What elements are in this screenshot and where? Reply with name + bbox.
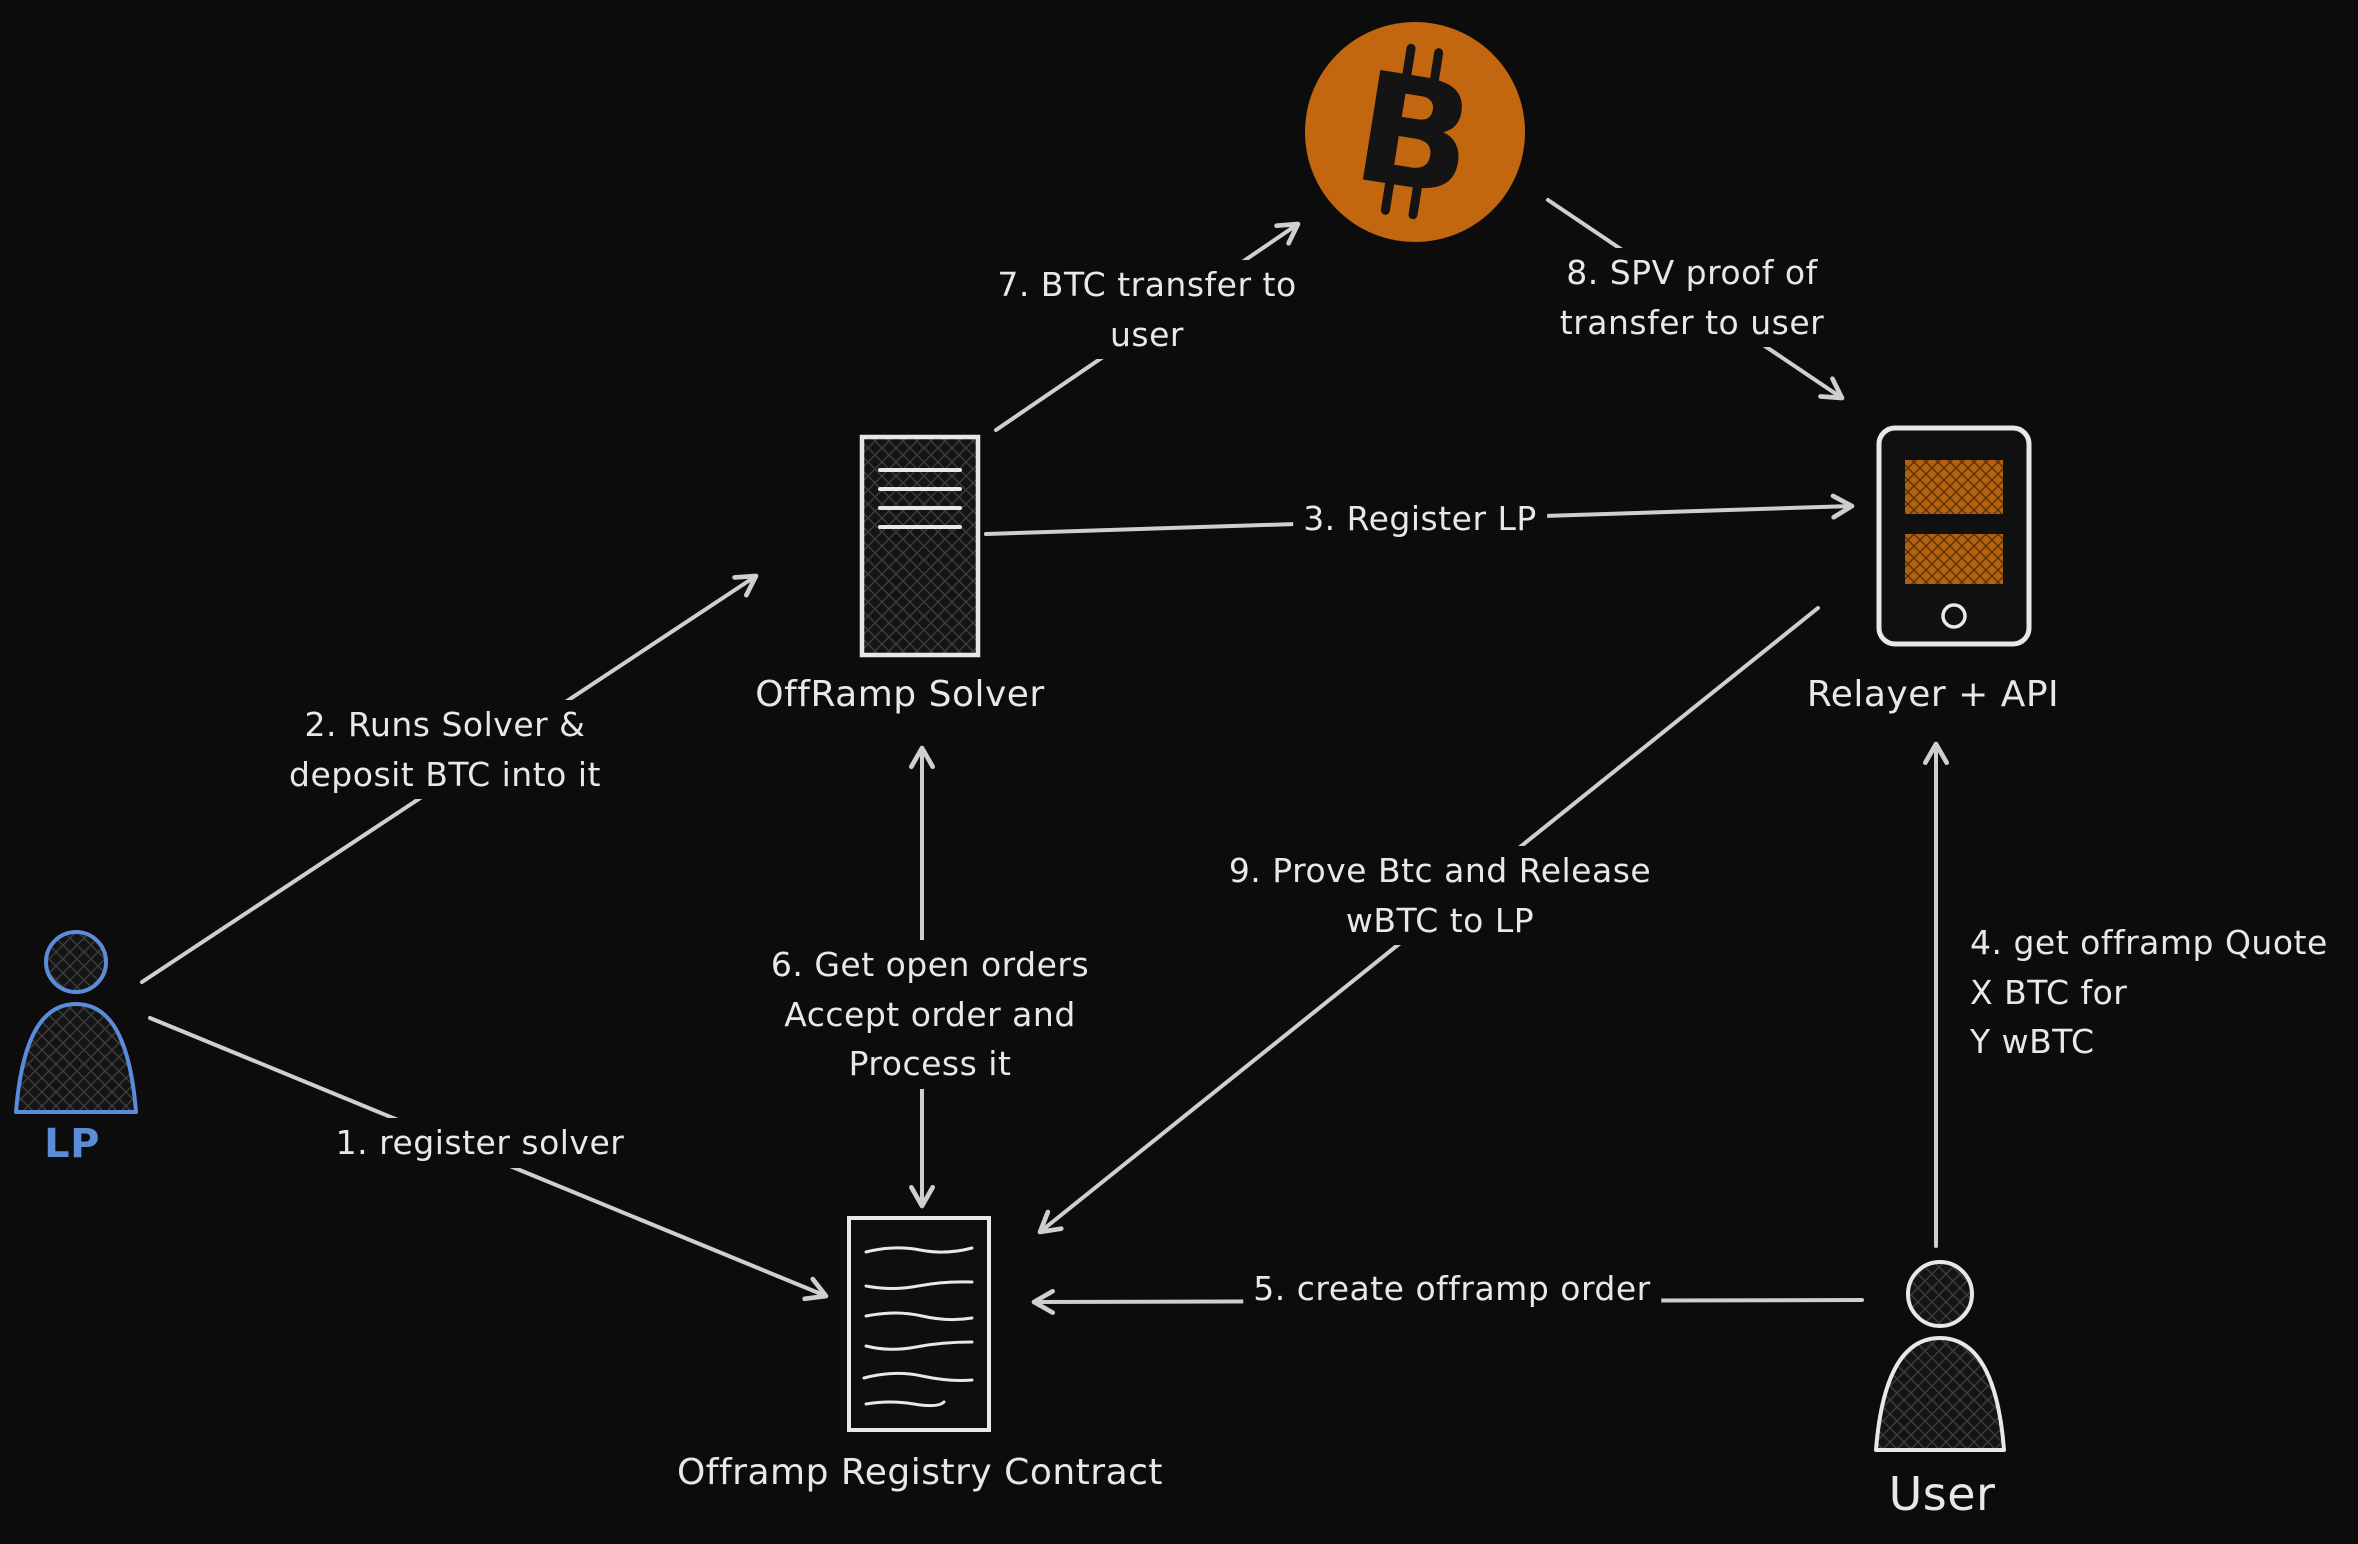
bitcoin-circle [1305, 22, 1525, 242]
edge-label-runs-solver: 2. Runs Solver & deposit BTC into it [279, 700, 611, 799]
relayer-icon [1876, 425, 2032, 647]
lp-icon [14, 930, 138, 1114]
lp-head [44, 930, 108, 994]
user-icon [1874, 1260, 2006, 1452]
lp-body [14, 1002, 138, 1114]
edge-label-register-lp: 3. Register LP [1293, 494, 1547, 544]
server-vent-lines [878, 468, 962, 529]
tablet-screen-block-bottom [1905, 534, 2003, 584]
tablet-screen-block-top [1905, 460, 2003, 514]
edge-label-prove-btc: 9. Prove Btc and Release wBTC to LP [1218, 846, 1662, 945]
bitcoin-glyph-strokes [1380, 43, 1444, 220]
document-text-lines [862, 1246, 974, 1408]
offramp-solver-icon [859, 434, 981, 658]
edge-label-create-order: 5. create offramp order [1243, 1264, 1661, 1314]
edge-label-register-solver: 1. register solver [325, 1118, 635, 1168]
node-label-offramp-solver: OffRamp Solver [745, 668, 1055, 722]
user-body [1874, 1336, 2006, 1452]
document-body [847, 1216, 991, 1432]
tablet-home-button [1941, 603, 1967, 629]
edge-label-open-orders: 6. Get open orders Accept order and Proc… [760, 940, 1100, 1089]
edge-label-get-quote: 4. get offramp Quote X BTC for Y wBTC [1960, 918, 2338, 1067]
registry-icon [847, 1216, 991, 1432]
bitcoin-icon: B [1305, 22, 1525, 242]
server-body [859, 434, 981, 658]
edge-label-btc-transfer: 7. BTC transfer to user [987, 260, 1307, 359]
node-label-user: User [1878, 1460, 2006, 1529]
node-label-lp: LP [44, 1121, 100, 1167]
node-label-relayer-api: Relayer + API [1796, 668, 2070, 722]
edge-label-spv-proof: 8. SPV proof of transfer to user [1549, 248, 1835, 347]
user-head [1906, 1260, 1974, 1328]
node-label-registry-contract: Offramp Registry Contract [666, 1446, 1174, 1500]
